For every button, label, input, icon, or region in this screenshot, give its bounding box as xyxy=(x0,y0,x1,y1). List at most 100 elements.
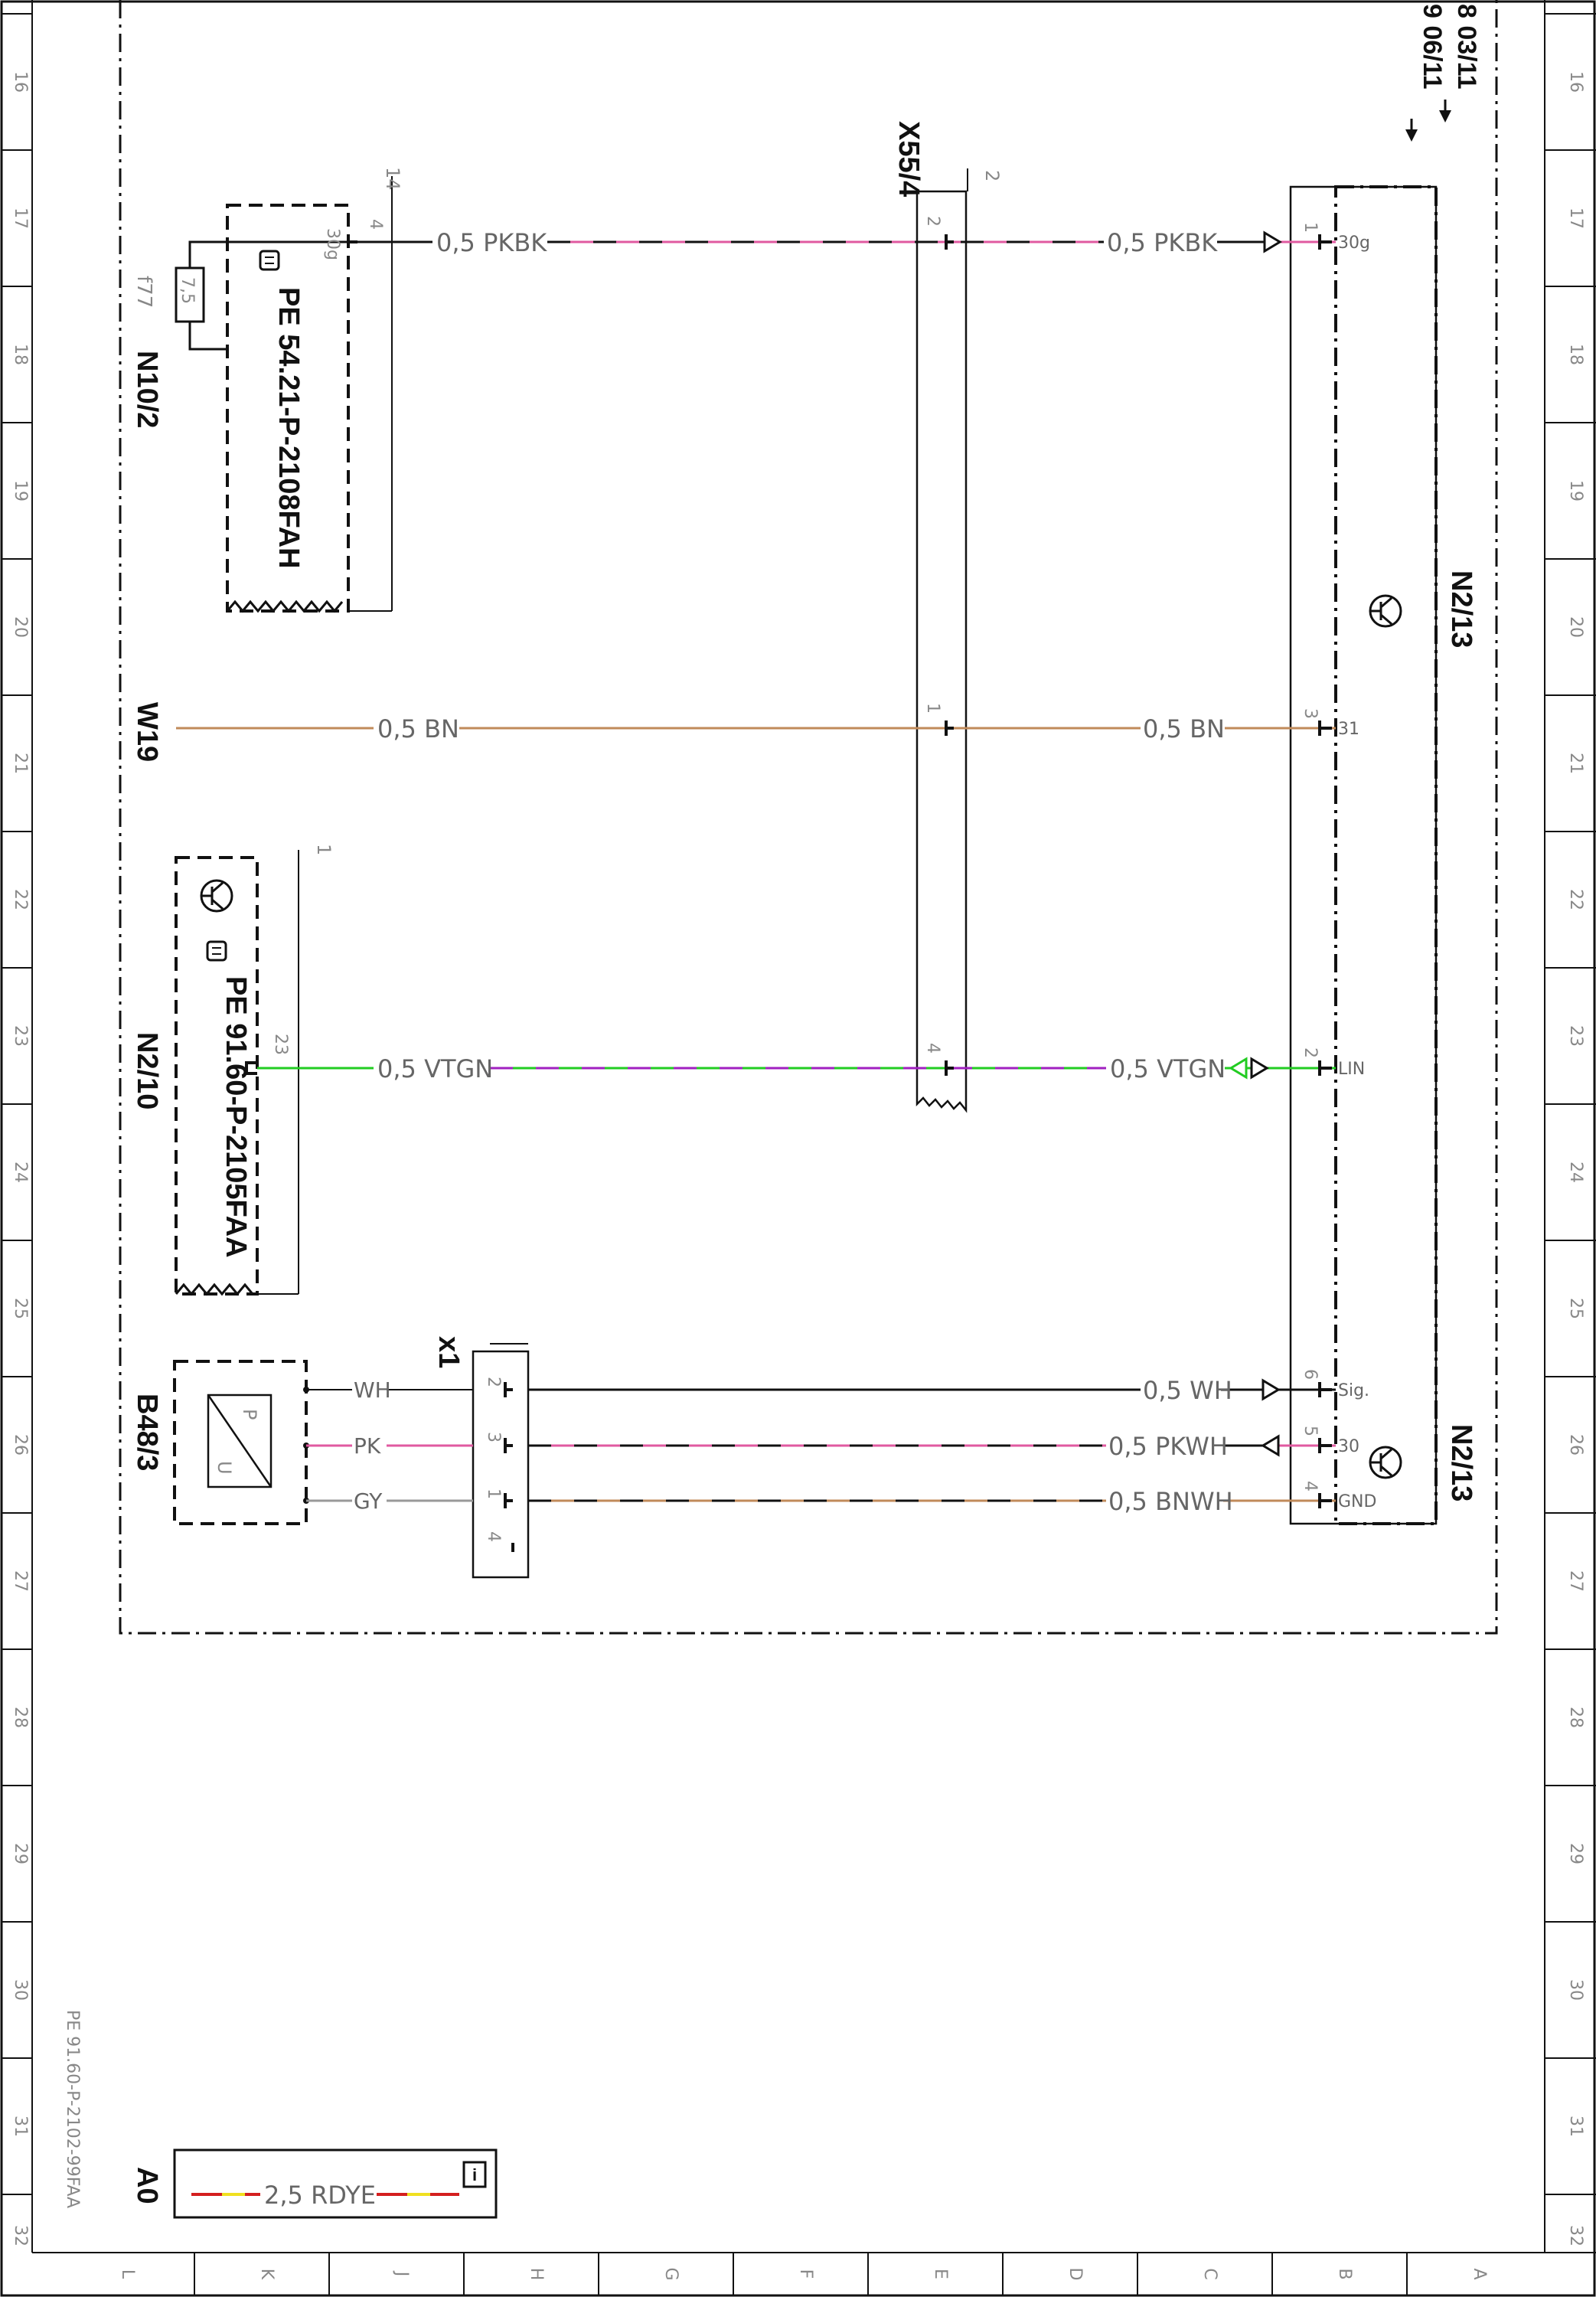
sensor-symbol-u: U xyxy=(214,1461,235,1475)
wire-vtgn xyxy=(257,1057,1336,1080)
pin-label: GND xyxy=(1338,1492,1376,1511)
n2-13-label-lower: N2/13 xyxy=(1445,1424,1477,1501)
row-number: 19 xyxy=(11,480,30,502)
pin-label: 30g xyxy=(323,228,342,260)
arrow-down-icon xyxy=(1405,129,1418,142)
transistor-icon xyxy=(1369,594,1402,628)
sensor-symbol-p: P xyxy=(239,1409,260,1420)
pin-number: 5 xyxy=(1301,1426,1320,1436)
hand-pointer-icon xyxy=(206,940,227,962)
column-letter: E xyxy=(931,2269,950,2279)
pin-number: 1 xyxy=(484,1488,503,1499)
row-number: 19 xyxy=(1566,480,1585,502)
pin-number: 6 xyxy=(1301,1369,1320,1380)
pin-number: 3 xyxy=(1301,708,1320,719)
pin-label: LIN xyxy=(1338,1060,1365,1079)
header-ref: 9 06/11 xyxy=(1418,4,1447,90)
row-number: 16 xyxy=(1566,71,1585,93)
pin-label: Sig. xyxy=(1338,1381,1369,1400)
connector-x1: x1 2 3 1 4 xyxy=(432,1336,530,1579)
row-number: 23 xyxy=(11,1025,30,1047)
row-number: 20 xyxy=(1566,616,1585,638)
row-number: 21 xyxy=(11,753,30,774)
svg-text:i: i xyxy=(472,2165,477,2184)
row-number: 21 xyxy=(1566,753,1585,774)
hand-pointer-icon xyxy=(259,250,280,271)
row-number: 22 xyxy=(1566,889,1585,910)
column-letter: D xyxy=(1066,2268,1085,2281)
row-number: 31 xyxy=(11,2116,30,2137)
row-number: 25 xyxy=(1566,1298,1585,1319)
x55-4-pins: 2 1 4 xyxy=(923,216,954,1076)
row-number: 18 xyxy=(1566,344,1585,365)
transistor-icon xyxy=(200,879,233,913)
row-number: 30 xyxy=(1566,1979,1585,2001)
row-number: 17 xyxy=(1566,207,1585,229)
row-number: 23 xyxy=(1566,1025,1585,1047)
pin-number: 4 xyxy=(484,1531,503,1542)
arrow-right-icon xyxy=(1250,1057,1269,1080)
pin-number: 3 xyxy=(484,1432,503,1443)
fuse-rating: 7,5 xyxy=(178,277,197,304)
column-letter: B xyxy=(1335,2268,1354,2279)
column-letter: A xyxy=(1470,2268,1489,2279)
row-numbers-right: 16 17 18 19 20 21 22 23 24 25 26 27 28 2… xyxy=(1566,71,1585,2246)
pin-number: 4 xyxy=(1301,1481,1320,1492)
wire-wh xyxy=(306,1378,1336,1401)
row-number: 25 xyxy=(11,1298,30,1319)
pin-number: 2 xyxy=(1301,1047,1320,1058)
b48-3-label: B48/3 xyxy=(131,1394,163,1471)
wire-label: GY xyxy=(354,1488,383,1514)
component-b48-3: P U B48/3 xyxy=(131,1360,309,1525)
header-ref: 8 03/11 xyxy=(1452,4,1481,90)
w19-label: W19 xyxy=(131,702,163,762)
column-letter: H xyxy=(527,2268,546,2281)
n2-10-harness-number: 1 xyxy=(313,844,335,855)
column-letters: L K J H G F E D C B A xyxy=(118,2267,1489,2280)
pin-number: 2 xyxy=(923,216,942,227)
arrow-left-icon xyxy=(1261,1434,1280,1457)
wire-label: 0,5 BNWH xyxy=(1108,1487,1233,1516)
wire-label: 0,5 PKBK xyxy=(436,228,547,257)
x1-label: x1 xyxy=(432,1336,465,1368)
row-number: 29 xyxy=(11,1843,30,1864)
column-letter: J xyxy=(392,2270,411,2277)
column-letter: F xyxy=(796,2269,815,2279)
component-n2-13: N2/13 N2/13 xyxy=(1289,185,1477,1525)
arrow-left-icon xyxy=(1229,1057,1248,1080)
arrow-right-icon xyxy=(1261,1378,1281,1401)
row-number: 28 xyxy=(11,1707,30,1728)
pin-number: 1 xyxy=(923,703,942,714)
n2-13-outline xyxy=(1289,185,1438,1525)
row-number: 29 xyxy=(1566,1843,1585,1864)
pressure-sensor-icon xyxy=(207,1394,273,1488)
x1-pin-markers xyxy=(504,1382,513,1508)
wire-label: 0,5 BN xyxy=(377,714,459,743)
n10-2-reference: PE 54.21-P-2108FAH xyxy=(273,287,305,569)
component-n10-2: 14 7,5 f77 N10/2 PE 54.21-P-2108FAH 30g … xyxy=(131,167,403,613)
n2-13-label: N2/13 xyxy=(1445,570,1477,648)
pin-number: 4 xyxy=(366,219,385,230)
row-number: 28 xyxy=(1566,1707,1585,1728)
row-number: 27 xyxy=(11,1570,30,1592)
column-letter: L xyxy=(118,2269,137,2279)
arrow-down-icon xyxy=(1439,110,1451,123)
column-letter: G xyxy=(661,2267,681,2280)
pin-number: 4 xyxy=(923,1043,942,1054)
n2-10-reference: PE 91.60-P-2105FAA xyxy=(220,976,252,1258)
a0-label: A0 xyxy=(131,2167,163,2204)
transistor-icon xyxy=(1369,1446,1402,1479)
connector-x55-4: 2 X55/4 xyxy=(893,121,1003,1113)
wire-label: 0,5 VTGN xyxy=(1110,1054,1226,1083)
arrow-right-icon xyxy=(1263,230,1282,253)
n2-10-label: N2/10 xyxy=(131,1032,163,1109)
n10-2-harness-number: 14 xyxy=(382,167,403,191)
row-number: 26 xyxy=(11,1434,30,1456)
pin-label: 31 xyxy=(1338,720,1359,739)
wire-label: 2,5 RDYE xyxy=(264,2181,376,2210)
x55-4-harness-number: 2 xyxy=(981,170,1003,181)
wire-label: WH xyxy=(354,1377,391,1403)
row-number: 18 xyxy=(11,344,30,365)
